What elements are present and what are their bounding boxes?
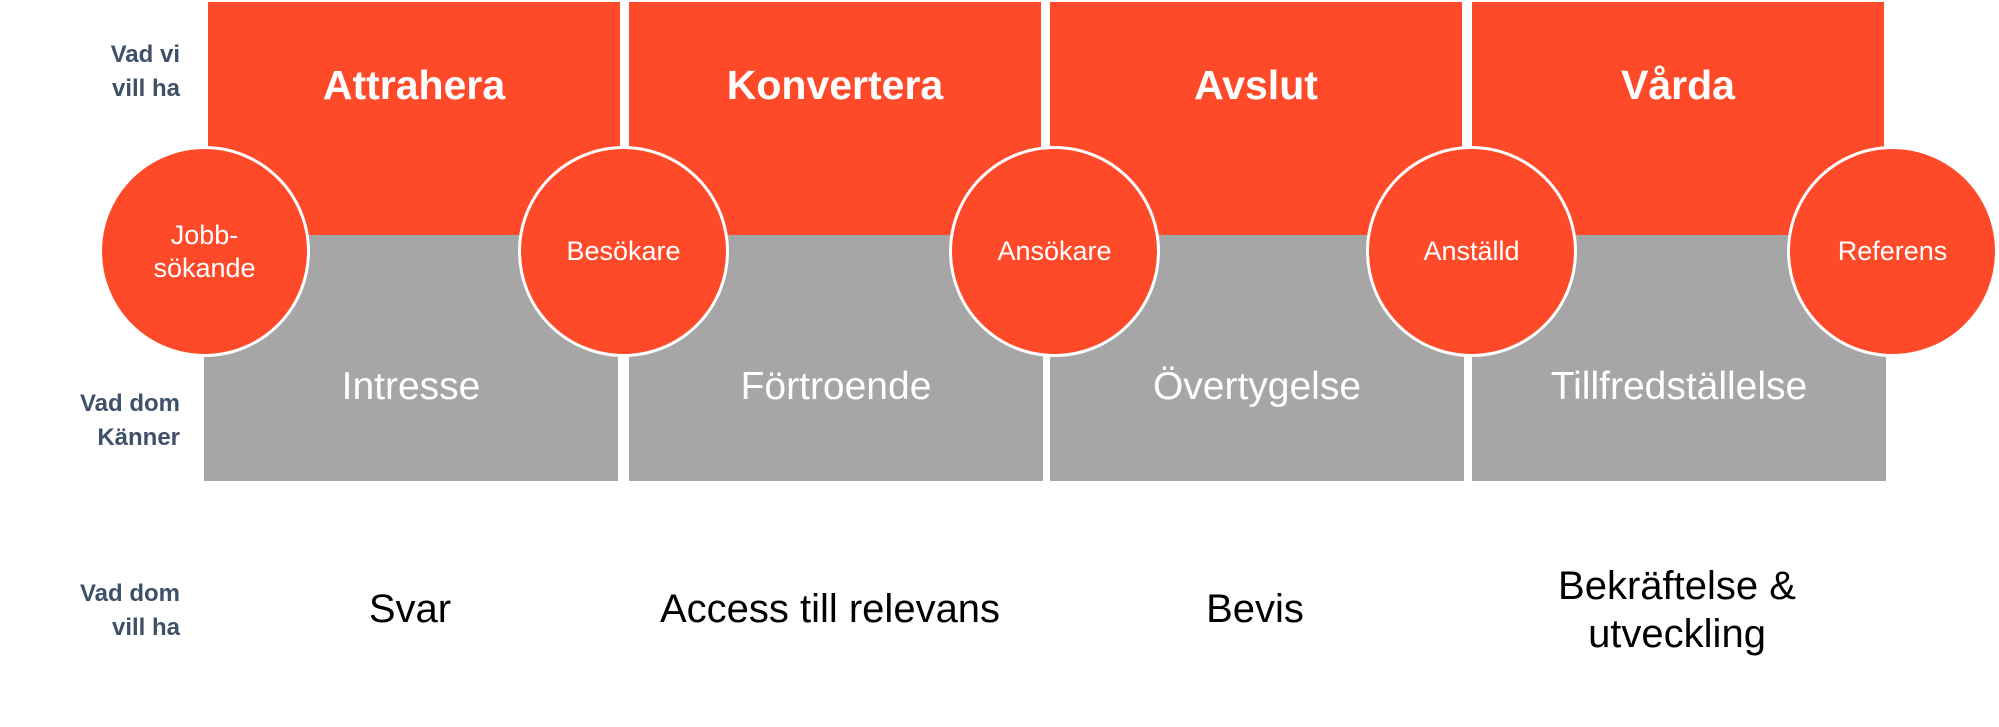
role-circle-anstalld: Anställd [1366,146,1577,357]
role-circle-besokare: Besökare [518,146,729,357]
want-bevis: Bevis [1206,587,1304,631]
want-bekraftelse-utveckling: Bekräftelse & utveckling [1558,564,1796,656]
role-circle-jobbsokande: Jobb- sökande [99,146,310,357]
role-circle-referens: Referens [1787,146,1998,357]
role-circle-ansokare: Ansökare [949,146,1160,357]
row-label-we-want: Vad vi vill ha [110,41,180,102]
want-access-till-relevans: Access till relevans [659,587,1001,631]
row-label-they-want: Vad dom vill ha [79,580,180,641]
want-svar: Svar [368,587,452,631]
row-label-they-feel: Vad dom Känner [79,390,180,451]
